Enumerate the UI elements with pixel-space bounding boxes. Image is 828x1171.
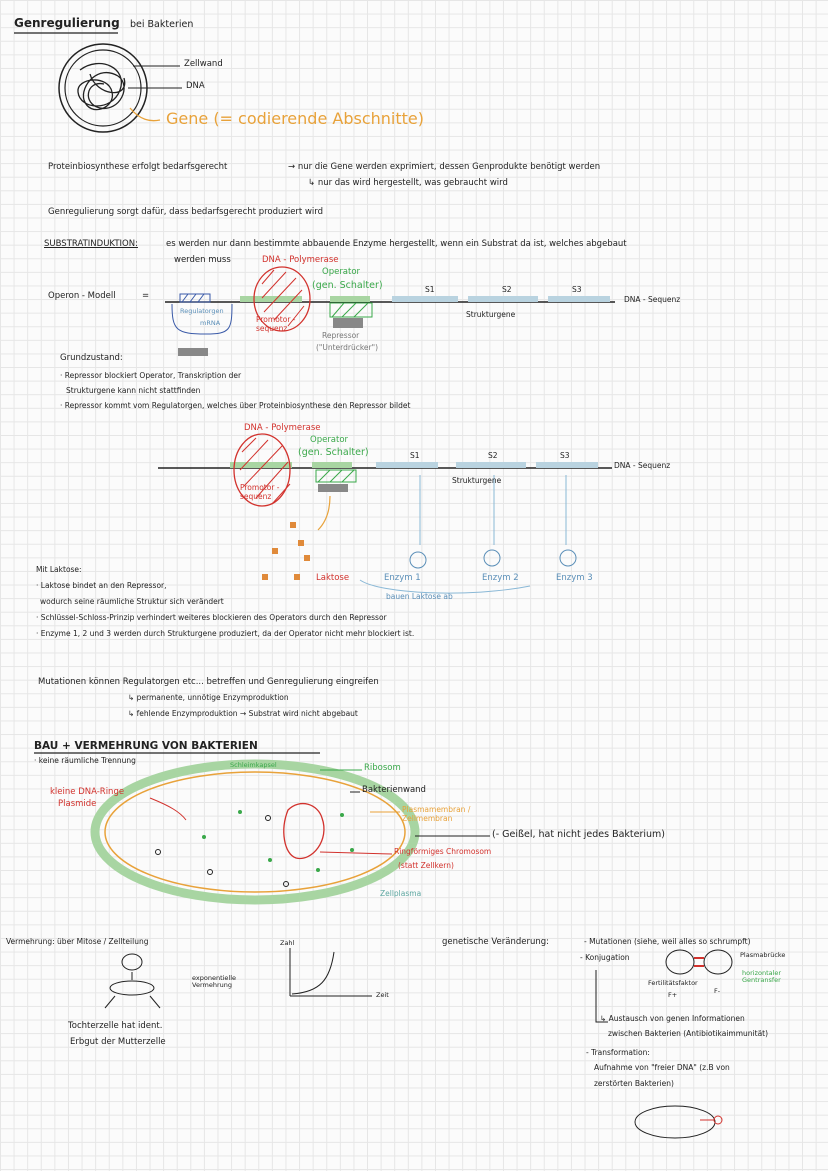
vermehrung-exponentiell: exponentielle Vermehrung [192,974,237,990]
genetisch-mutationen: - Mutationen (siehe, weil alles so schru… [584,937,751,946]
cell-division-sketch [104,948,372,1009]
vermehrung-text: Vermehrung: über Mitose / Zellteilung [6,937,149,946]
d2-laktose: Laktose [316,573,350,583]
d2-s3: S3 [560,451,570,460]
d2-s1: S1 [410,451,420,460]
label-dna: DNA [186,81,205,91]
d2-enzym3: Enzym 3 [556,573,593,583]
d1-polymerase: DNA - Polymerase [262,255,339,265]
mit-laktose-item-4: · Enzyme 1, 2 und 3 werden durch Struktu… [36,629,415,638]
d1-s2: S2 [502,285,512,294]
substrat-heading: SUBSTRATINDUKTION: [44,239,138,249]
d1-promotor: Promotor - sequenz [256,315,296,333]
graph-zeit: Zeit [376,991,389,999]
d2-operator: Operator [310,435,349,445]
conjugation-sketch [595,949,733,1139]
label-fminus: F- [714,987,721,995]
bau-trennung: · keine räumliche Trennung [34,756,136,765]
tochter-line1: Tochterzelle hat ident. [68,1021,163,1031]
mit-laktose-item-2: wodurch seine räumliche Struktur sich ve… [40,597,224,606]
d2-s2: S2 [488,451,498,460]
d1-strukturgene: Strukturgene [466,310,516,319]
d1-unterdruecker: ("Unterdrücker") [316,343,378,352]
label-fertilitaet: Fertilitätsfaktor [648,979,698,987]
d2-polymerase: DNA - Polymerase [244,423,321,433]
label-plasmabruecke: Plasmabrücke [740,951,786,959]
label-plasmamembran: Plasmamembran / Zellmembran [402,805,471,823]
operon-diagram-1 [165,266,615,356]
bau-heading: BAU + VERMEHRUNG VON BAKTERIEN [34,740,258,752]
d1-regulatorgen: Regulatorgen [180,307,224,315]
operon-modell-label: Operon - Modell [48,291,116,301]
mit-laktose-item-3: · Schlüssel-Schloss-Prinzip verhindert w… [36,613,387,622]
intro-line2: ↳ nur das wird hergestellt, was gebrauch… [308,178,508,188]
label-ringfoermig: Ringförmiges Chromosom [394,847,492,856]
label-zellplasma: Zellplasma [380,889,422,898]
d1-mrna: mRNA [200,319,221,327]
cell-diagram-top [58,43,182,133]
operon-eq: = [142,291,150,301]
label-bakterienwand: Bakterienwand [362,785,426,795]
label-fplus: F+ [668,991,678,999]
tochter-line2: Erbgut der Mutterzelle [70,1037,166,1047]
d2-strukturgene: Strukturgene [452,476,502,485]
d2-sequenz: DNA - Sequenz [614,461,671,470]
label-schleimkapsel: Schleimkapsel [230,761,277,769]
label-horizontaler: horizontaler Gentransfer [742,969,782,985]
mit-laktose-title: Mit Laktose: [36,565,82,574]
intro-line1b: → nur die Gene werden exprimiert, dessen… [288,162,601,172]
d2-abbau: bauen Laktose ab [386,592,453,601]
d2-schalter: (gen. Schalter) [298,447,369,458]
mutationen-line2: ↳ permanente, unnötige Enzymproduktion [128,693,289,702]
label-kleine-dna: kleine DNA-Ringe [50,787,125,797]
grundzustand-item-3: · Repressor kommt vom Regulatorgen, welc… [60,401,411,410]
d1-sequenz: DNA - Sequenz [624,295,681,304]
operon-diagram-2 [158,433,612,594]
genetisch-austausch2: zwischen Bakterien (Antibiotikaimmunität… [608,1029,769,1038]
d1-operator: Operator [322,267,361,277]
genetisch-transformation: - Transformation: [586,1048,650,1057]
grundzustand-item-1: · Repressor blockiert Operator, Transkri… [60,371,242,380]
mit-laktose-item-1: · Laktose bindet an den Repressor, [36,581,167,590]
genetisch-aufnahme2: zerstörten Bakterien) [594,1079,674,1088]
page-subtitle: bei Bakterien [130,19,194,30]
d1-s1: S1 [425,285,435,294]
page-title: Genregulierung [14,16,120,30]
d1-repressor: Repressor [322,331,360,340]
grundzustand-title: Grundzustand: [60,353,123,363]
genetisch-konjugation: - Konjugation [580,953,630,962]
bacterium-diagram [90,759,490,905]
d1-s3: S3 [572,285,582,294]
mutationen-line3: ↳ fehlende Enzymproduktion → Substrat wi… [128,709,358,718]
substrat-text2: werden muss [174,255,231,265]
label-statt-zellkern: (statt Zellkern) [398,861,454,870]
genetisch-austausch1: ↳ Austausch von genen Informationen [600,1014,745,1023]
genetisch-label: genetische Veränderung: [442,937,549,947]
intro-line1a: Proteinbiosynthese erfolgt bedarfsgerech… [48,162,228,172]
d2-enzym2: Enzym 2 [482,573,519,583]
mutationen-line1: Mutationen können Regulatorgen etc... be… [38,677,379,687]
label-gene: Gene (= codierende Abschnitte) [166,109,424,128]
d2-promotor: Promotor - sequenz [240,483,280,501]
intro-line3: Genregulierung sorgt dafür, dass bedarfs… [48,207,324,217]
d1-schalter: (gen. Schalter) [312,280,383,291]
label-plasmide: Plasmide [58,799,97,809]
label-ribosom: Ribosom [364,763,401,773]
label-geissel: (- Geißel, hat nicht jedes Bakterium) [492,829,666,840]
substrat-text1: es werden nur dann bestimmte abbauende E… [166,239,627,249]
grundzustand-item-2: Strukturgene kann nicht stattfinden [66,386,201,395]
graph-zahl: Zahl [280,939,295,947]
genetisch-aufnahme1: Aufnahme von "freier DNA" (z.B von [594,1063,730,1072]
d2-enzym1: Enzym 1 [384,573,421,583]
label-zellwand: Zellwand [184,59,223,69]
